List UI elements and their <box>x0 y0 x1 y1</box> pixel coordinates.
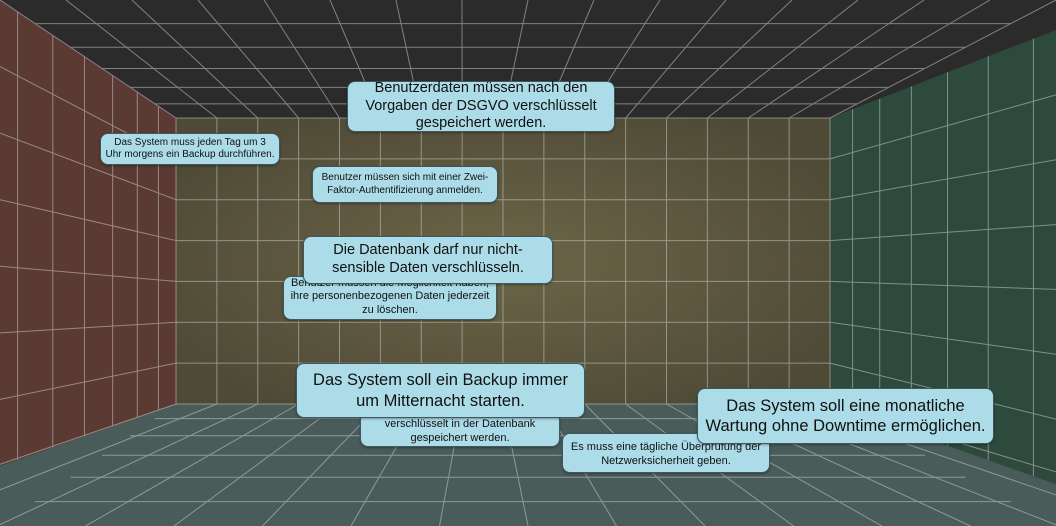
grid-line <box>788 0 991 119</box>
grid-line <box>829 159 1056 201</box>
grid-line <box>666 0 793 119</box>
requirement-card-text: Es muss eine tägliche Überprüfung der Ne… <box>570 441 762 467</box>
grid-line <box>0 362 177 400</box>
grid-line <box>85 403 299 526</box>
grid-line <box>0 321 177 334</box>
requirement-card-daily-backup[interactable]: Das System muss jeden Tag um 3 Uhr morge… <box>100 133 280 165</box>
requirement-card-non-sensitive-encryption[interactable]: Die Datenbank darf nur nicht-sensible Da… <box>303 236 553 284</box>
grid-line <box>829 0 1056 119</box>
grid-line <box>263 0 340 119</box>
grid-line <box>0 199 177 242</box>
requirement-card-two-factor[interactable]: Benutzer müssen sich mit einer Zwei-Fakt… <box>312 166 498 203</box>
requirement-card-text: Benutzer müssen sich mit einer Zwei-Fakt… <box>321 172 489 196</box>
grid-line <box>197 0 300 119</box>
grid-line <box>747 0 925 119</box>
grid-line <box>0 0 177 119</box>
grid-line <box>0 132 177 201</box>
requirement-card-text: verschlüsselt in der Datenbank gespeiche… <box>384 418 536 444</box>
right-wall <box>830 30 1056 484</box>
grid-line <box>65 0 218 119</box>
grid-line <box>707 0 859 119</box>
requirement-card-text: Die Datenbank darf nur nicht-sensible Da… <box>332 242 524 276</box>
grid-line <box>0 265 177 282</box>
grid-line <box>625 0 727 119</box>
grid-line <box>0 403 177 465</box>
grid-line <box>0 403 218 491</box>
requirement-card-midnight-backup[interactable]: Das System soll ein Backup immer um Mitt… <box>296 363 585 418</box>
grid-line <box>0 403 258 526</box>
grid-line <box>173 403 340 526</box>
requirement-card-text: Das System soll eine monatliche Wartung … <box>705 396 986 435</box>
left-wall <box>0 0 176 466</box>
requirement-card-text: Das System soll ein Backup immer um Mitt… <box>313 371 568 410</box>
grid-line <box>829 94 1056 160</box>
grid-line <box>829 280 1056 290</box>
requirement-card-text: Das System muss jeden Tag um 3 Uhr morge… <box>105 136 275 160</box>
requirement-card-dsgvo-encryption[interactable]: Benutzerdaten müssen nach den Vorgaben d… <box>347 79 615 132</box>
requirement-card-text: Benutzerdaten müssen nach den Vorgaben d… <box>365 79 597 132</box>
grid-line <box>829 224 1056 242</box>
grid-line <box>131 0 259 119</box>
requirement-card-monthly-maintenance[interactable]: Das System soll eine monatliche Wartung … <box>697 388 994 444</box>
grid-line <box>829 321 1056 355</box>
